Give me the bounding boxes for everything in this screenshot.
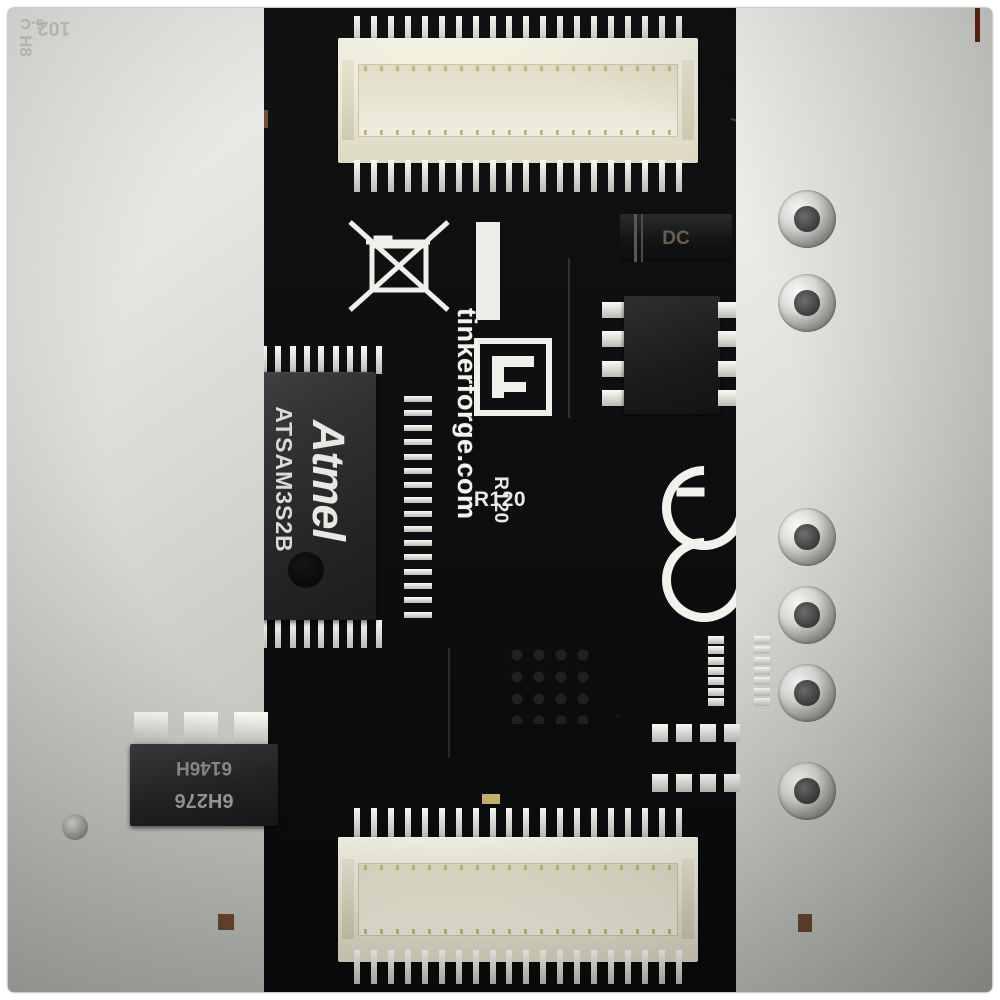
silk-bar-marker [476, 222, 500, 320]
resistor-body-bl [218, 914, 234, 930]
fpc-bottom-latch-left[interactable] [342, 859, 354, 939]
fpc-top-slot [358, 64, 678, 137]
diode-dc: DC [620, 214, 732, 262]
tinkerforge-logo-icon [474, 338, 552, 416]
trace-10 [448, 648, 450, 758]
soic8-pins-right [718, 302, 742, 406]
resistor-r120-low-label: R120 [473, 488, 527, 511]
diode-dc-cathode-stripe [634, 214, 637, 262]
tantalum-polarity-stripe [975, 8, 980, 42]
fpc-bottom-connector[interactable] [338, 837, 698, 962]
pcb-board: ↑ A B ↓ [8, 8, 992, 992]
soic8-pins-left [602, 302, 626, 406]
fpc-top-latch-right[interactable] [682, 60, 694, 140]
regulator-marking-line1: 6146H [176, 757, 232, 778]
via-right-6 [778, 762, 836, 820]
regulator-pins-top [134, 712, 268, 746]
resnet-102-right-pins-bottom [652, 774, 740, 792]
via-right-3 [778, 508, 836, 566]
fpc-bottom-slot [358, 863, 678, 936]
mcu-leads-right [404, 396, 432, 618]
via-field [506, 644, 596, 724]
fpc-bottom-latch-right[interactable] [682, 859, 694, 939]
via-right-2 [778, 274, 836, 332]
weee-icon [348, 220, 450, 312]
fpc-top-contact-row-top [364, 66, 672, 71]
ic-h8-mid-pins-left [708, 636, 724, 706]
fpc-bottom-contact-row-bottom [364, 929, 672, 934]
fpc-bottom-pins-upper [354, 808, 682, 840]
ic-5c-bottom-label: 5-C [19, 15, 45, 32]
regulator-6h276: 6146H 6H276 [130, 744, 278, 826]
resistor-r120-low-cap-left [8, 8, 264, 992]
via-right-4 [778, 586, 836, 644]
diode-dc-cathode-stripe-2 [641, 214, 643, 262]
trace-9 [568, 258, 570, 418]
jumper-under-r120-low [482, 794, 500, 804]
via-bottom-left-1 [62, 814, 88, 840]
soic8-chip [624, 296, 720, 414]
diode-dc-label: DC [662, 228, 690, 249]
fpc-top-contact-row-bottom [364, 130, 672, 135]
ic-h8-mid-pins-right [754, 636, 770, 706]
regulator-marking-line2: 6H276 [174, 789, 234, 811]
fpc-bottom-pins-lower [354, 950, 682, 984]
mcu-center-divot [288, 552, 324, 588]
via-right-5 [778, 664, 836, 722]
resnet-102-right-pins-top [652, 724, 740, 742]
fpc-top-latch-left[interactable] [342, 60, 354, 140]
fpc-bottom-contact-row-top [364, 865, 672, 870]
resistor-body-br [798, 914, 812, 932]
fpc-top-pins-upper [354, 16, 682, 50]
fpc-top-connector[interactable] [338, 38, 698, 163]
fpc-top-pins-lower [354, 160, 682, 192]
resistor-r120-low-cap-right [736, 8, 992, 992]
via-right-1 [778, 190, 836, 248]
